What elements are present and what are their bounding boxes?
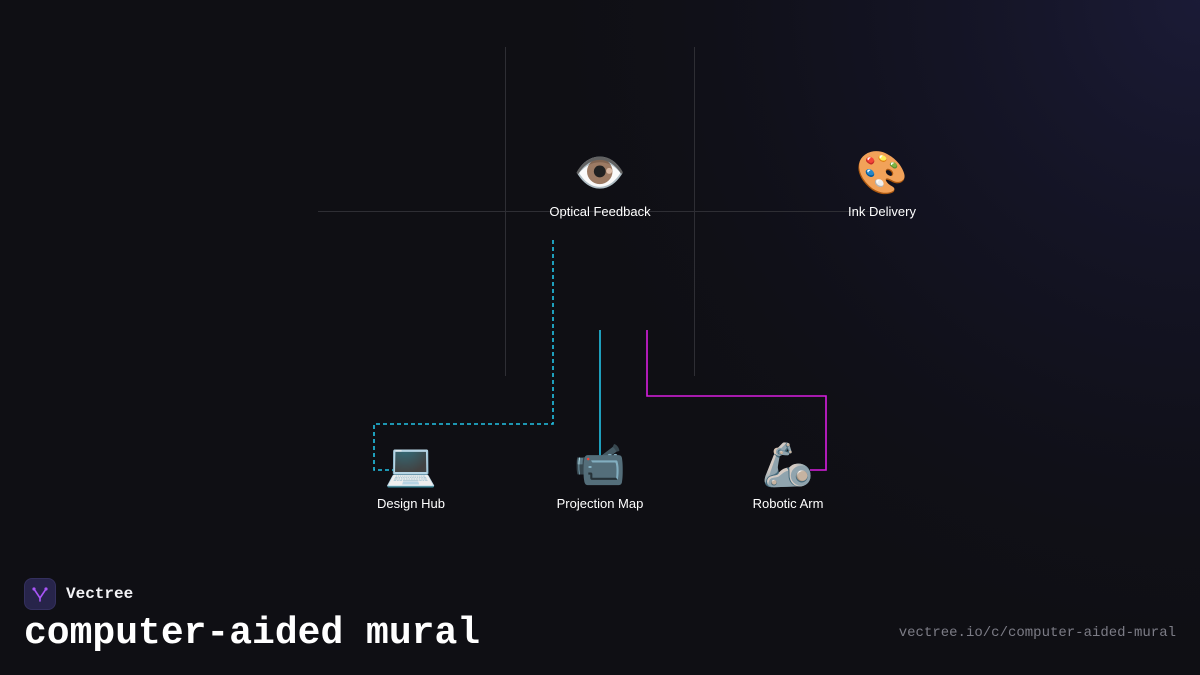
laptop-icon: 💻 (384, 440, 438, 489)
node-optical-feedback[interactable]: 👁️ Optical Feedback (520, 148, 680, 234)
node-design-hub[interactable]: 💻 Design Hub (331, 440, 491, 526)
page-url[interactable]: vectree.io/c/computer-aided-mural (898, 625, 1176, 641)
node-projection-map[interactable]: 📹 Projection Map (520, 440, 680, 526)
vectree-logo-icon (24, 578, 56, 610)
node-label: Projection Map (556, 496, 644, 511)
edge-optical-to-design-hub (373, 240, 554, 471)
node-label: Ink Delivery (848, 204, 916, 219)
eye-icon: 👁️ (573, 148, 627, 197)
node-label: Optical Feedback (549, 204, 651, 219)
page-title: computer-aided mural (24, 612, 481, 655)
grid-lines (318, 47, 882, 376)
node-label: Design Hub (377, 496, 445, 511)
brand-name: Vectree (66, 585, 134, 603)
mechanical-arm-icon: 🦾 (761, 440, 815, 489)
node-label: Robotic Arm (752, 496, 824, 511)
palette-icon: 🎨 (855, 148, 909, 197)
node-ink-delivery[interactable]: 🎨 Ink Delivery (802, 148, 962, 234)
node-robotic-arm[interactable]: 🦾 Robotic Arm (708, 440, 868, 526)
video-camera-icon: 📹 (573, 440, 627, 489)
edge-ink-to-robotic-arm (646, 330, 827, 471)
brand[interactable]: Vectree (24, 577, 133, 611)
